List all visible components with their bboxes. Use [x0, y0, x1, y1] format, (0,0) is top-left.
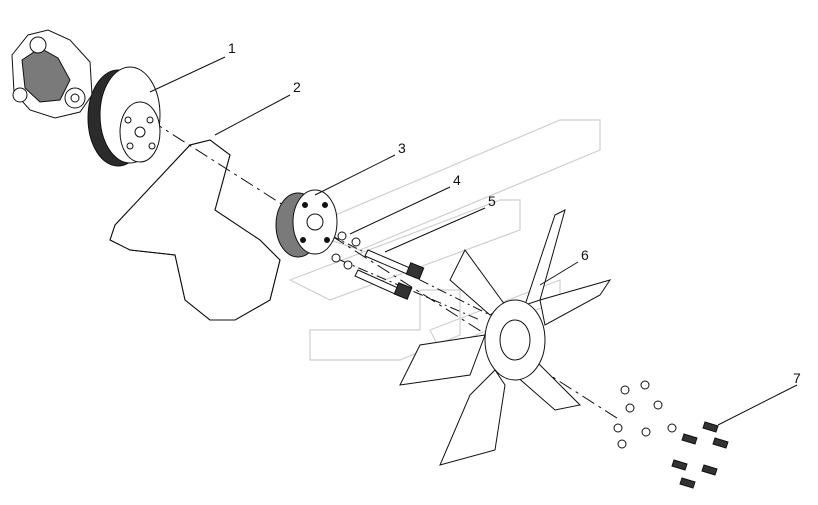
callout-4: 4	[453, 172, 461, 188]
stud-bolts	[354, 249, 425, 300]
bolts	[613, 380, 729, 489]
water-pump	[11, 29, 93, 119]
callout-7: 7	[793, 370, 801, 386]
drive-belt	[109, 139, 281, 321]
fan-hub	[275, 189, 338, 258]
leader-lines	[149, 56, 798, 426]
fan	[399, 209, 612, 466]
callout-3: 3	[398, 140, 406, 156]
callout-5: 5	[488, 193, 496, 209]
callout-labels: 1 2 3 4 5 6 7	[228, 40, 801, 386]
callout-6: 6	[581, 247, 589, 263]
pump-pulley	[87, 66, 161, 167]
callout-1: 1	[228, 40, 236, 56]
callout-2: 2	[293, 79, 301, 95]
washers	[331, 231, 361, 270]
